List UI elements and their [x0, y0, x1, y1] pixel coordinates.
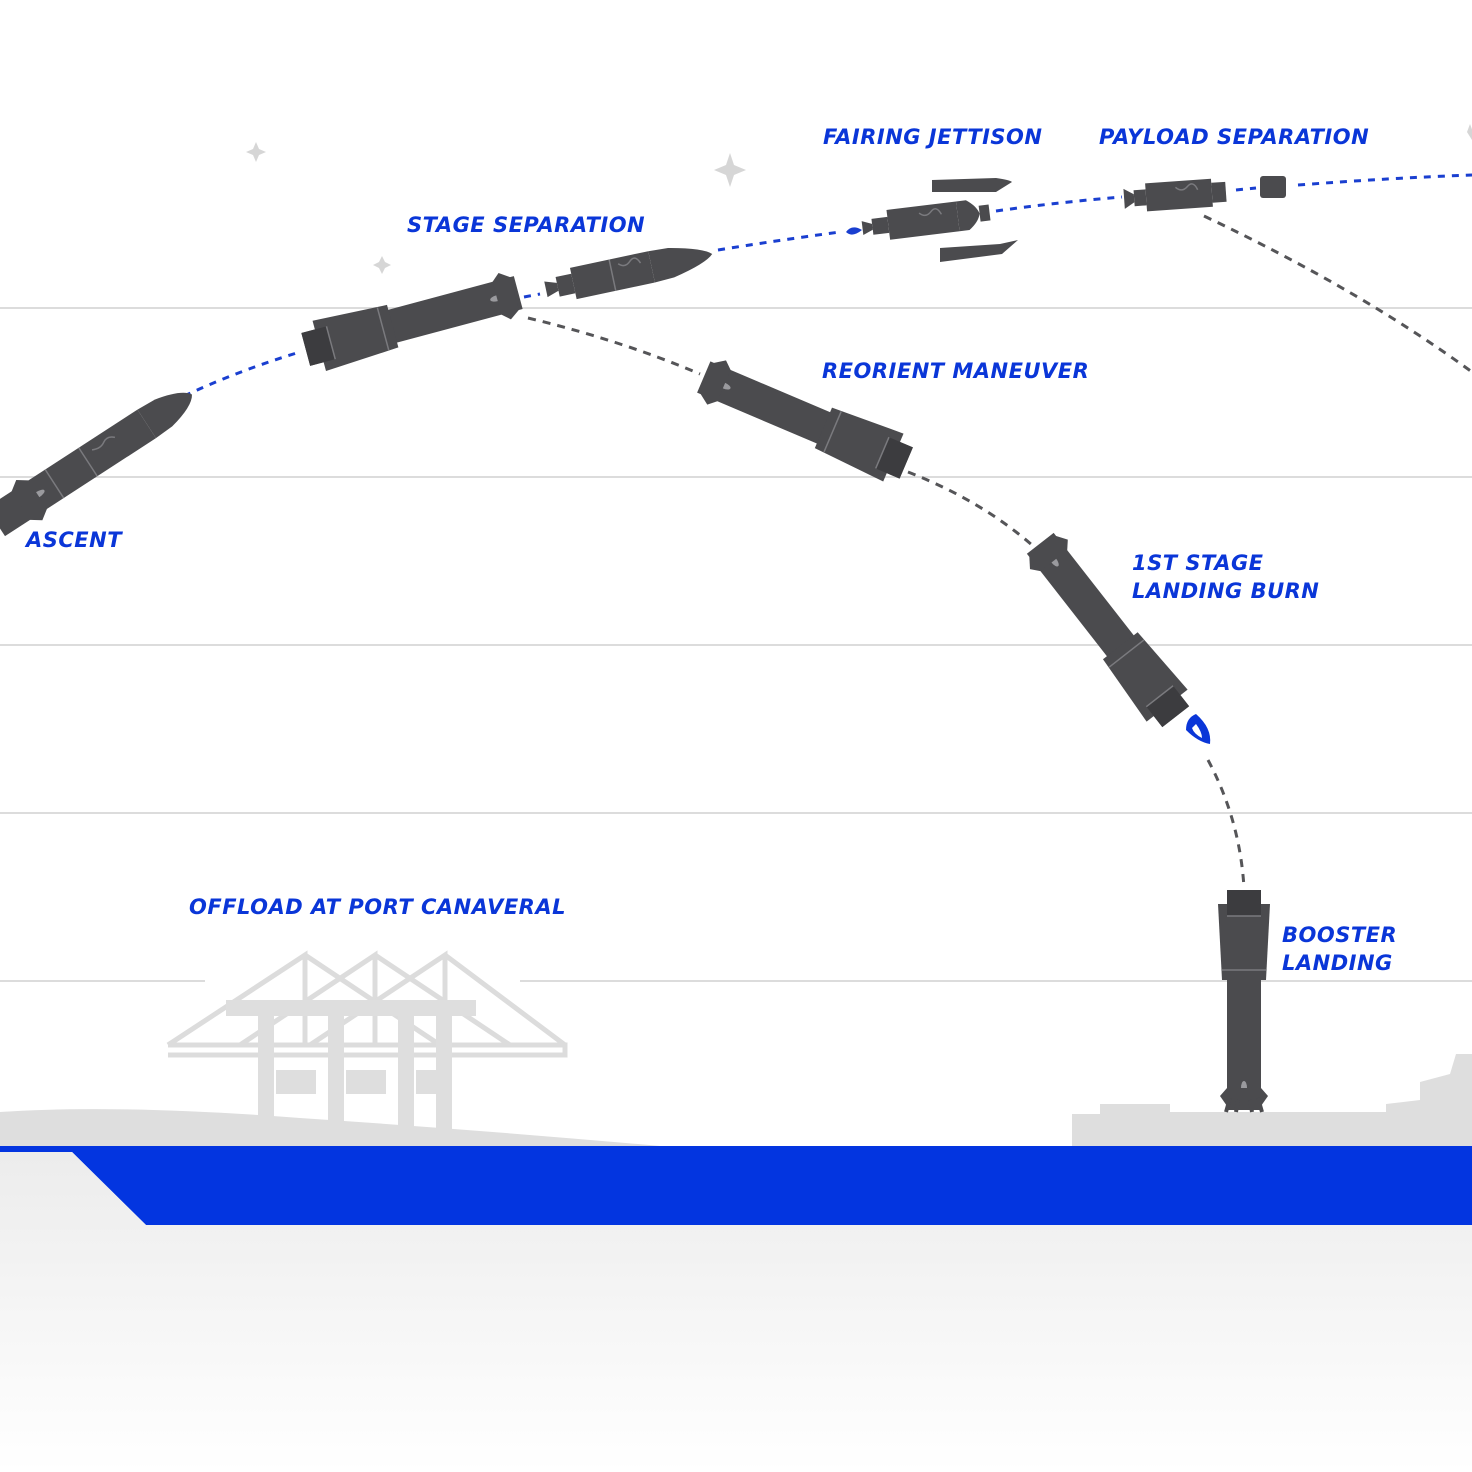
trajectories — [183, 173, 1472, 889]
label-booster-landing-line1: BOOSTER — [1282, 923, 1397, 947]
label-stage-separation: STAGE SEPARATION — [407, 213, 645, 237]
fairing-jettison-group — [846, 178, 1018, 262]
landing-legs — [1224, 1097, 1264, 1113]
fairing-fall-trajectory — [1203, 214, 1472, 374]
label-fairing-jettison: FAIRING JETTISON — [823, 125, 1042, 149]
booster-return-trajectory — [907, 470, 1033, 547]
gantry-crane-icon — [166, 950, 568, 1130]
rocket-icon — [861, 200, 991, 240]
label-landing-burn-line2: LANDING BURN — [1132, 579, 1319, 603]
payload-icon — [1260, 176, 1286, 198]
booster-descent-trajectory — [1206, 759, 1246, 889]
payload-trajectory — [1297, 173, 1472, 187]
rocket-icon — [1123, 178, 1227, 212]
sparkle-star-icon — [1467, 124, 1472, 140]
label-ascent: ASCENT — [24, 528, 123, 552]
upper-stage-trajectory — [717, 230, 841, 252]
upper-stage-trajectory — [1235, 186, 1257, 192]
fairing-icon — [932, 178, 1012, 192]
rocket-icon — [544, 248, 713, 300]
labels: ASCENT STAGE SEPARATION FAIRING JETTISON… — [24, 125, 1397, 975]
droneship-icon — [1072, 1054, 1472, 1146]
fairing-icon — [940, 240, 1018, 262]
separation-gap-trajectory — [523, 292, 541, 299]
altitude-grid — [0, 307, 1472, 982]
label-landing-burn-line1: 1ST STAGE — [1132, 551, 1264, 575]
stars — [246, 124, 1472, 274]
booster-return-trajectory — [527, 316, 701, 376]
label-offload-port: OFFLOAD AT PORT CANAVERAL — [189, 895, 566, 919]
rocket-icon — [1217, 889, 1271, 1111]
label-payload-separation: PAYLOAD SEPARATION — [1099, 125, 1369, 149]
flame-icon — [846, 227, 862, 235]
port-canaveral — [0, 950, 660, 1146]
ocean-band — [0, 1146, 1472, 1225]
upper-stage-trajectory — [995, 195, 1123, 213]
flame-core — [1192, 724, 1202, 738]
sparkle-star-icon — [714, 153, 746, 187]
rocket-icon — [298, 266, 526, 376]
label-booster-landing-line2: LANDING — [1282, 951, 1393, 975]
payload-separation-group — [1123, 176, 1286, 212]
ground-fade — [0, 1152, 1472, 1472]
label-reorient-maneuver: REORIENT MANEUVER — [822, 359, 1089, 383]
ascent-trajectory — [183, 350, 301, 398]
rocket-icon — [0, 392, 192, 537]
sparkle-star-icon — [373, 256, 391, 274]
sparkle-star-icon — [246, 142, 266, 162]
